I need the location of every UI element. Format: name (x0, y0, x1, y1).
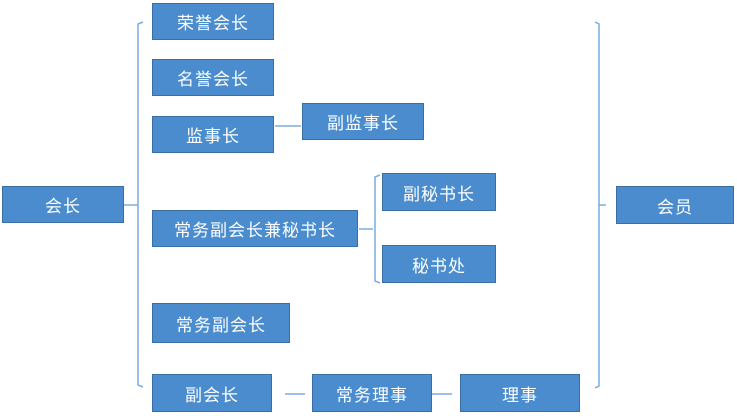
node-exec-vp-secretary-general: 常务副会长兼秘书长 (152, 210, 358, 247)
node-members: 会员 (616, 186, 734, 224)
node-vp: 副会长 (152, 374, 272, 412)
node-exec-vp: 常务副会长 (152, 303, 290, 343)
small-bracket (374, 174, 381, 284)
left-bracket (137, 21, 144, 388)
node-president: 会长 (2, 186, 124, 223)
node-supervisor: 监事长 (152, 116, 274, 153)
node-honorary-president-2: 名誉会长 (152, 59, 274, 96)
node-director: 理事 (460, 374, 580, 412)
node-honorary-president-1: 荣誉会长 (152, 3, 274, 40)
right-bracket (594, 21, 600, 389)
node-exec-director: 常务理事 (312, 374, 432, 412)
node-secretariat: 秘书处 (382, 245, 496, 283)
node-vice-supervisor: 副监事长 (302, 103, 424, 140)
node-deputy-secretary-general: 副秘书长 (382, 173, 496, 211)
